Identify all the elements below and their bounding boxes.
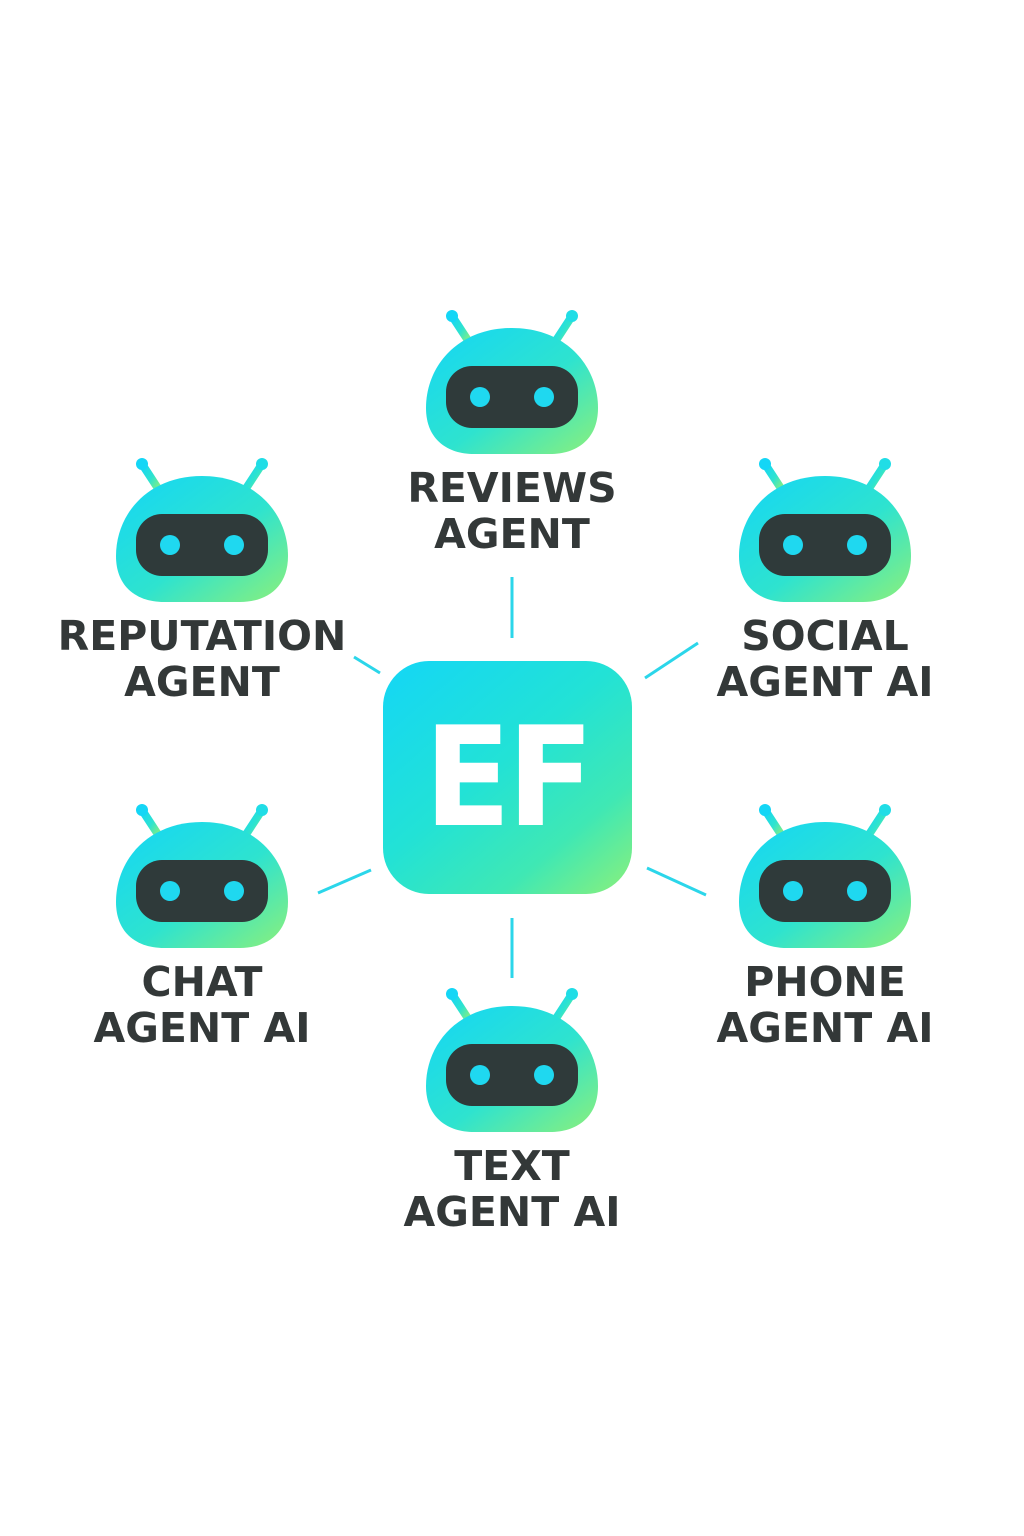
agent-social: SOCIAL AGENT AI [665,456,985,706]
agent-reputation: REPUTATION AGENT [42,456,362,706]
robot-icon [112,456,292,604]
agent-label: CHAT AGENT AI [42,958,362,1052]
agent-label-line1: PHONE [744,958,906,1006]
agent-phone: PHONE AGENT AI [665,802,985,1052]
agent-chat: CHAT AGENT AI [42,802,362,1052]
agent-reviews: REVIEWS AGENT [352,308,672,558]
agent-label: TEXT AGENT AI [352,1142,672,1236]
agent-label: REVIEWS AGENT [352,464,672,558]
hub-label: EF [424,696,594,858]
robot-icon [735,802,915,950]
agent-label: REPUTATION AGENT [42,612,362,706]
agent-label: PHONE AGENT AI [665,958,985,1052]
agent-label-line2: AGENT AI [716,657,934,706]
connector-reputation [353,655,381,675]
agent-label-line2: AGENT [434,509,590,558]
ef-hub-logo: EF [383,661,632,894]
agent-label-line2: AGENT AI [403,1187,621,1236]
connector-social [644,641,699,680]
agent-label-line1: TEXT [454,1142,570,1190]
agent-label-line1: REVIEWS [407,464,617,512]
robot-icon [422,986,602,1134]
robot-icon [112,802,292,950]
connector-phone [646,866,707,897]
agent-text: TEXT AGENT AI [352,986,672,1236]
robot-icon [422,308,602,456]
connector-chat [317,868,372,895]
agent-label-line1: CHAT [141,958,263,1006]
agent-label: SOCIAL AGENT AI [665,612,985,706]
agent-label-line2: AGENT [124,657,280,706]
agent-label-line2: AGENT AI [93,1003,311,1052]
agent-label-line2: AGENT AI [716,1003,934,1052]
robot-icon [735,456,915,604]
agent-label-line1: SOCIAL [741,612,909,660]
agent-label-line1: REPUTATION [57,612,347,660]
